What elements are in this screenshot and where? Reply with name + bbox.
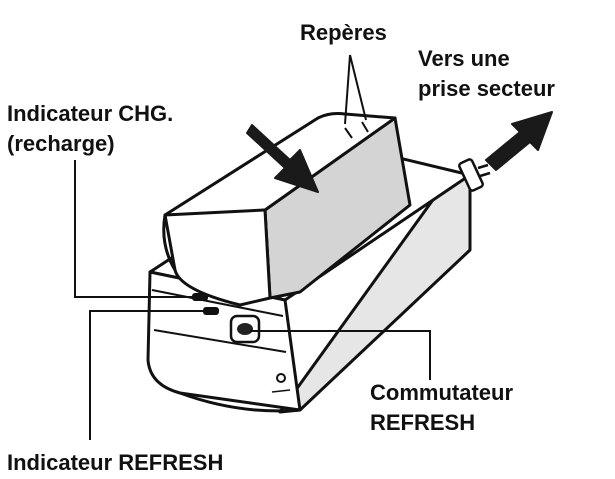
- label-commutateur-line2: REFRESH: [370, 410, 475, 435]
- leader-chg: [74, 160, 195, 298]
- insert-arrow-icon: [246, 124, 319, 193]
- leader-reperes-b: [349, 54, 367, 121]
- marker-lines: [344, 121, 369, 139]
- label-vers-line2: prise secteur: [418, 76, 555, 101]
- leader-reperes-a: [344, 54, 351, 125]
- leader-refresh-indicator: [89, 310, 205, 440]
- leader-commutateur: [250, 330, 431, 380]
- label-chg-line1: Indicateur CHG.: [7, 101, 173, 126]
- power-plug: [458, 158, 491, 192]
- label-reperes: Repères: [300, 20, 387, 45]
- battery-pack: [162, 112, 412, 307]
- label-vers-line1: Vers une: [418, 46, 510, 71]
- label-refresh-indicator: Indicateur REFRESH: [7, 450, 223, 475]
- label-chg-line2: (recharge): [7, 131, 115, 156]
- plug-arrow-icon: [485, 111, 553, 171]
- leader-lines: [74, 54, 431, 440]
- refresh-indicator-lamp: [203, 307, 219, 315]
- label-commutateur-line1: Commutateur: [370, 380, 513, 405]
- charger-front-panel: [151, 289, 291, 393]
